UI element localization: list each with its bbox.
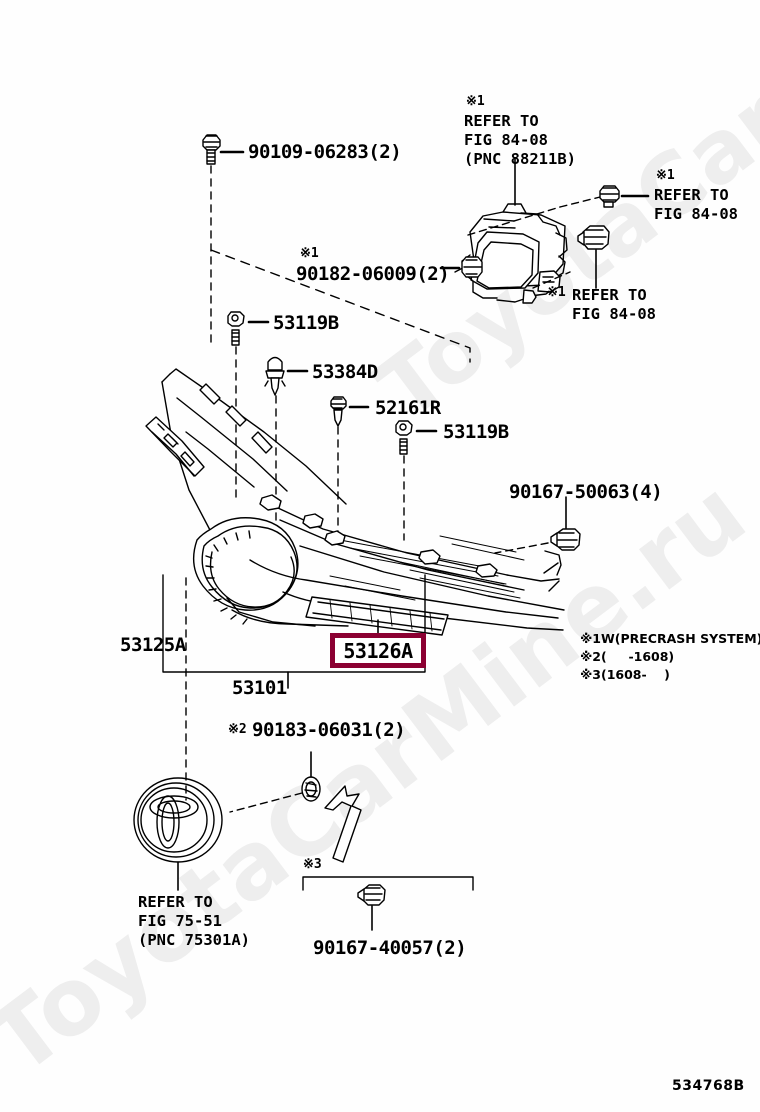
ref-8408-right-line2: FIG 84-08 [654,205,738,223]
legend-item-3: ※3(1608- ) [554,648,670,702]
highlighted-part-53126a[interactable]: 53126A [330,633,426,668]
mark-90182: ※1 [300,246,319,261]
ref-75301a-line2: FIG 75-51 [138,912,222,930]
ref-88211b-line1: REFER TO [464,112,539,130]
mark-ref-88211b: ※1 [466,94,485,109]
legend-item-1: ※1W(PRECRASH SYSTEM) [554,612,760,666]
clip-53119b-right-icon [395,420,413,455]
label-90109-06283: 90109-06283(2) [248,141,402,163]
legend-mark-3: ※3 [580,667,601,682]
label-53119b-top: 53119B [273,312,339,334]
label-90167-50063: 90167-50063(4) [509,481,663,503]
mark-ref-8408-right: ※1 [656,168,675,183]
bolt-8408-upper-icon [599,185,620,208]
ref-8408-lower-line2: FIG 84-08 [572,305,656,323]
bolt-52161r-icon [330,396,347,427]
highlighted-part-label: 53126A [343,638,413,663]
ref-75301a-line3: (PNC 75301A) [138,931,250,949]
precrash-sensor-icon [461,203,568,304]
label-52161r: 52161R [375,397,441,419]
bolt-90109-icon [202,134,221,165]
clip-53384d-icon [264,356,286,396]
legend-text-1: W(PRECRASH SYSTEM) [600,631,760,646]
mark-90167-40057: ※3 [303,857,322,872]
ref-88211b-line2: FIG 84-08 [464,131,548,149]
legend-text-3: (1608- ) [600,667,670,682]
legend-text-2: ( -1608) [600,649,675,664]
label-90167-40057: 90167-40057(2) [313,937,467,959]
ref-75301a-line1: REFER TO [138,893,213,911]
view-direction-arrow-icon [324,785,362,863]
radiator-grille-assembly-icon [145,368,565,631]
grille-molding-53126a-icon [305,596,449,636]
label-90183-06031: 90183-06031(2) [252,719,406,741]
toyota-emblem-icon [133,777,223,863]
label-53125a: 53125A [120,634,186,656]
label-53119b-right: 53119B [443,421,509,443]
nut-90182-icon [461,256,483,278]
label-90182-06009: 90182-06009(2) [296,263,450,285]
ref-8408-right-line1: REFER TO [654,186,729,204]
legend-mark-1: ※1 [580,631,601,646]
ref-8408-lower-line1: REFER TO [572,286,647,304]
legend-item-2: ※2( -1608) [554,630,674,684]
mark-90183: ※2 [228,722,247,737]
screw-90167-50063-icon [550,528,581,551]
label-53101: 53101 [232,677,287,699]
legend-mark-2: ※2 [580,649,601,664]
bolt-8408-lower-icon [577,225,610,250]
ref-88211b-line3: (PNC 88211B) [464,150,576,168]
clip-53119b-top-icon [227,311,245,346]
mark-ref-8408-lower: ※1 [547,285,566,300]
label-53384d: 53384D [312,361,378,383]
figure-code: 534768B [672,1078,745,1094]
screw-90167-40057-icon [357,884,386,906]
